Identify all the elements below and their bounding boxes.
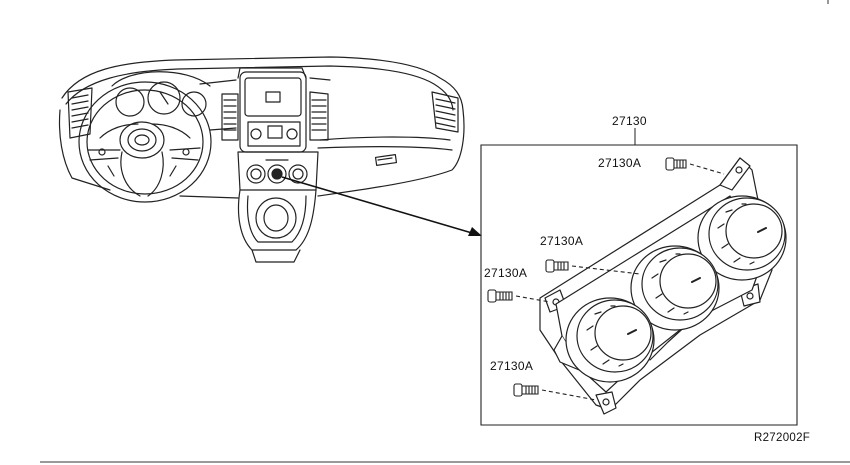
- screw-1: [666, 158, 724, 174]
- screw-4: [514, 384, 596, 400]
- screw-2: [546, 260, 640, 274]
- dashboard-illustration: [60, 57, 464, 262]
- screw-3: [488, 290, 550, 302]
- screw-part-label: 27130A: [484, 266, 528, 280]
- leader-arrow: [282, 177, 482, 236]
- part-number-label: 27130: [612, 114, 647, 128]
- screw-part-label: 27130A: [490, 359, 534, 373]
- screw-part-label: 27130A: [598, 156, 642, 170]
- detail-frame: [481, 145, 797, 425]
- diagram-reference-code: R272002F: [754, 432, 811, 444]
- screw-part-label: 27130A: [540, 234, 584, 248]
- heater-control-panel: [540, 158, 786, 414]
